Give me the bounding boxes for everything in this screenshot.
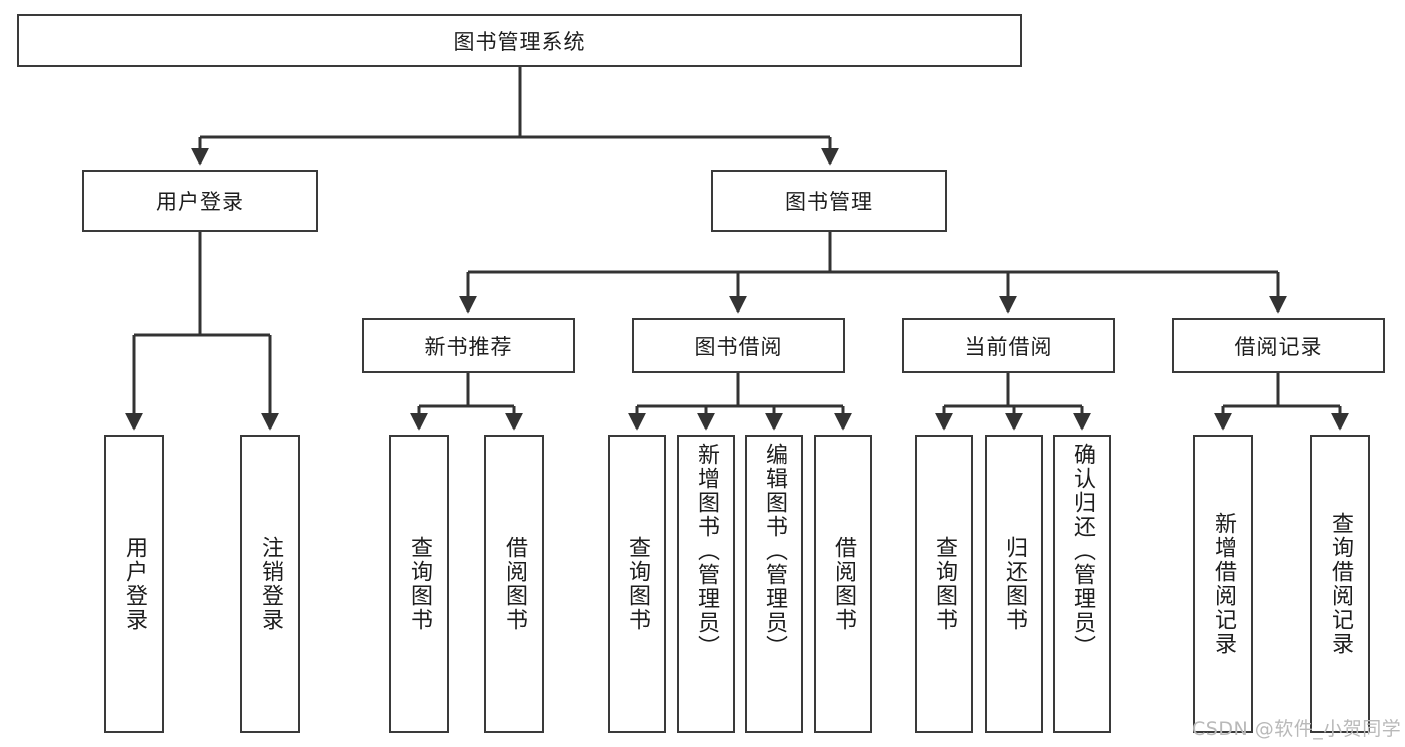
node-leaf-query-book-3[interactable]: 查询图书 [915, 435, 973, 733]
node-leaf-query-book-1[interactable]: 查询图书 [389, 435, 449, 733]
node-borrow-record-label: 借阅记录 [1234, 334, 1323, 359]
node-leaf-user-logout[interactable]: 注销登录 [240, 435, 300, 733]
node-leaf-add-book-admin-label: 新增图书（管理员） [693, 443, 719, 659]
node-leaf-edit-book-admin-label: 编辑图书（管理员） [761, 443, 787, 659]
node-leaf-query-borrow-record[interactable]: 查询借阅记录 [1310, 435, 1370, 733]
node-user-login[interactable]: 用户登录 [82, 170, 318, 232]
node-leaf-return-book[interactable]: 归还图书 [985, 435, 1043, 733]
node-new-book-recommend-label: 新书推荐 [424, 334, 513, 359]
node-leaf-query-book-2[interactable]: 查询图书 [608, 435, 666, 733]
node-book-borrow[interactable]: 图书借阅 [632, 318, 845, 373]
node-new-book-recommend[interactable]: 新书推荐 [362, 318, 575, 373]
node-leaf-query-borrow-record-label: 查询借阅记录 [1327, 512, 1353, 656]
node-leaf-add-book-admin[interactable]: 新增图书（管理员） [677, 435, 735, 733]
node-leaf-confirm-return-admin[interactable]: 确认归还（管理员） [1053, 435, 1111, 733]
node-borrow-record[interactable]: 借阅记录 [1172, 318, 1385, 373]
node-leaf-edit-book-admin[interactable]: 编辑图书（管理员） [745, 435, 803, 733]
node-leaf-borrow-book-2[interactable]: 借阅图书 [814, 435, 872, 733]
node-leaf-add-borrow-record-label: 新增借阅记录 [1210, 512, 1236, 656]
node-leaf-return-book-label: 归还图书 [1001, 536, 1027, 632]
node-book-manage[interactable]: 图书管理 [711, 170, 947, 232]
node-current-borrow-label: 当前借阅 [964, 334, 1053, 359]
node-user-login-label: 用户登录 [156, 190, 244, 214]
node-leaf-confirm-return-admin-label: 确认归还（管理员） [1069, 443, 1095, 659]
node-leaf-borrow-book-2-label: 借阅图书 [830, 536, 856, 632]
node-leaf-user-login[interactable]: 用户登录 [104, 435, 164, 733]
node-root-label: 图书管理系统 [453, 29, 586, 54]
node-root[interactable]: 图书管理系统 [17, 14, 1022, 67]
node-book-borrow-label: 图书借阅 [694, 334, 783, 359]
node-leaf-user-logout-label: 注销登录 [257, 536, 283, 632]
node-leaf-borrow-book-1-label: 借阅图书 [501, 536, 527, 632]
node-leaf-borrow-book-1[interactable]: 借阅图书 [484, 435, 544, 733]
node-leaf-query-book-3-label: 查询图书 [931, 536, 957, 632]
node-leaf-add-borrow-record[interactable]: 新增借阅记录 [1193, 435, 1253, 733]
node-leaf-query-book-2-label: 查询图书 [624, 536, 650, 632]
watermark: CSDN @软件_小贺同学 [1192, 718, 1402, 740]
node-book-manage-label: 图书管理 [785, 190, 873, 214]
node-leaf-query-book-1-label: 查询图书 [406, 536, 432, 632]
node-leaf-user-login-label: 用户登录 [121, 536, 147, 632]
node-current-borrow[interactable]: 当前借阅 [902, 318, 1115, 373]
